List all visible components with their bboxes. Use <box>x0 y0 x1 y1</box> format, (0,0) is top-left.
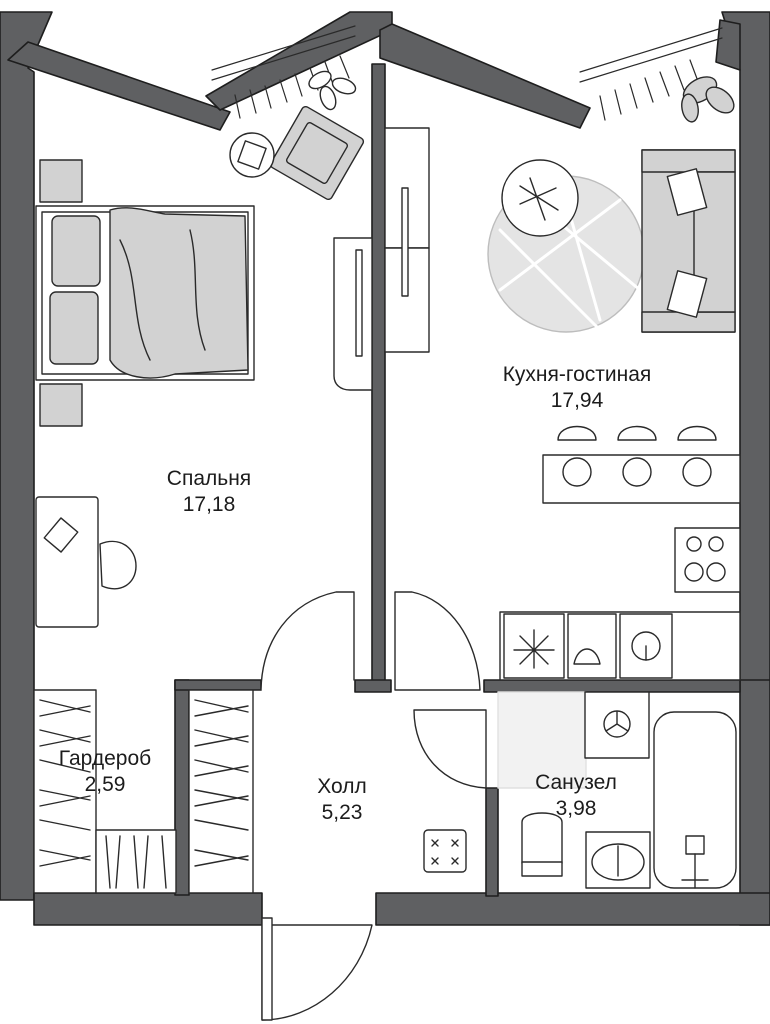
bathroom-tile-area <box>497 691 587 789</box>
doors <box>260 591 487 1021</box>
kitchen-living-furniture <box>487 149 741 681</box>
nightstand-bottom <box>39 383 83 427</box>
pillow <box>51 215 101 287</box>
bedroom-door <box>260 591 355 691</box>
exterior-walls <box>0 11 770 926</box>
room-area: 5,23 <box>321 801 363 824</box>
desk <box>35 496 99 628</box>
room-name: Санузел <box>535 771 617 794</box>
dishwasher <box>567 613 617 679</box>
kitchen-door <box>394 591 481 691</box>
room-name: Гардероб <box>58 747 152 770</box>
room-area: 2,59 <box>84 773 126 796</box>
closet <box>333 127 430 391</box>
blanket <box>109 207 249 379</box>
cooktop-unit <box>674 527 741 593</box>
room-label-bedroom: Спальня 17,18 <box>134 466 284 518</box>
room-name: Кухня-гостиная <box>502 363 652 386</box>
room-label-wardrobe: Гардероб 2,59 <box>30 746 180 798</box>
boiler <box>584 691 650 759</box>
entrance-door <box>261 924 373 1021</box>
room-name: Холл <box>317 775 367 798</box>
pillow <box>49 291 99 365</box>
room-area: 3,98 <box>555 797 597 820</box>
room-name: Спальня <box>166 467 252 490</box>
nightstand-top <box>39 159 83 203</box>
desk-chair <box>99 540 137 590</box>
bedroom-furniture <box>35 105 365 628</box>
room-label-bathroom: Санузел 3,98 <box>506 770 646 822</box>
room-label-kitchen-living: Кухня-гостиная 17,94 <box>462 362 692 414</box>
room-label-hall: Холл 5,23 <box>282 774 402 826</box>
wardrobe-storage <box>33 689 254 894</box>
room-area: 17,94 <box>550 389 604 412</box>
plant-icon <box>308 70 735 123</box>
bathroom-fixtures <box>497 691 737 889</box>
room-area: 17,18 <box>182 493 236 516</box>
bathroom-door <box>413 709 487 789</box>
doormat <box>423 829 467 873</box>
